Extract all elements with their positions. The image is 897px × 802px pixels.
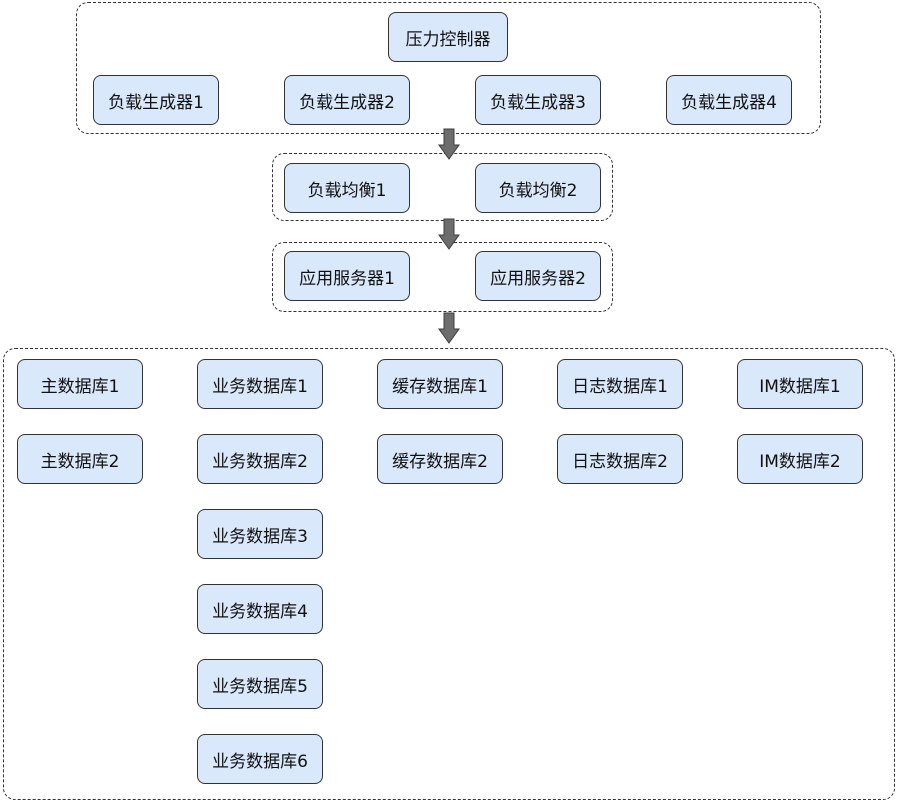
load-generator-3[interactable]: 负载生成器3 (475, 75, 601, 125)
business-db-1[interactable]: 业务数据库1 (197, 359, 323, 409)
log-db-1[interactable]: 日志数据库1 (557, 359, 683, 409)
app-server-1[interactable]: 应用服务器1 (284, 251, 410, 301)
database-group (3, 348, 895, 800)
business-db-2[interactable]: 业务数据库2 (197, 434, 323, 484)
log-db-2[interactable]: 日志数据库2 (557, 434, 683, 484)
down-arrow-icon (438, 312, 460, 344)
down-arrow-icon (438, 128, 460, 160)
load-generator-2[interactable]: 负载生成器2 (284, 75, 410, 125)
down-arrow-icon (438, 218, 460, 250)
master-db-2[interactable]: 主数据库2 (17, 434, 143, 484)
im-db-2[interactable]: IM数据库2 (737, 434, 863, 484)
im-db-1[interactable]: IM数据库1 (737, 359, 863, 409)
master-db-1[interactable]: 主数据库1 (17, 359, 143, 409)
load-generator-4[interactable]: 负载生成器4 (666, 75, 792, 125)
load-balancer-2[interactable]: 负载均衡2 (475, 163, 601, 213)
pressure-controller[interactable]: 压力控制器 (388, 12, 508, 62)
business-db-3[interactable]: 业务数据库3 (197, 509, 323, 559)
cache-db-1[interactable]: 缓存数据库1 (377, 359, 503, 409)
app-server-group (272, 242, 613, 312)
load-balancer-1[interactable]: 负载均衡1 (284, 163, 410, 213)
cache-db-2[interactable]: 缓存数据库2 (377, 434, 503, 484)
business-db-5[interactable]: 业务数据库5 (197, 659, 323, 709)
business-db-6[interactable]: 业务数据库6 (197, 734, 323, 784)
load-generator-1[interactable]: 负载生成器1 (93, 75, 219, 125)
app-server-2[interactable]: 应用服务器2 (475, 251, 601, 301)
load-balancer-group (272, 153, 613, 221)
business-db-4[interactable]: 业务数据库4 (197, 584, 323, 634)
